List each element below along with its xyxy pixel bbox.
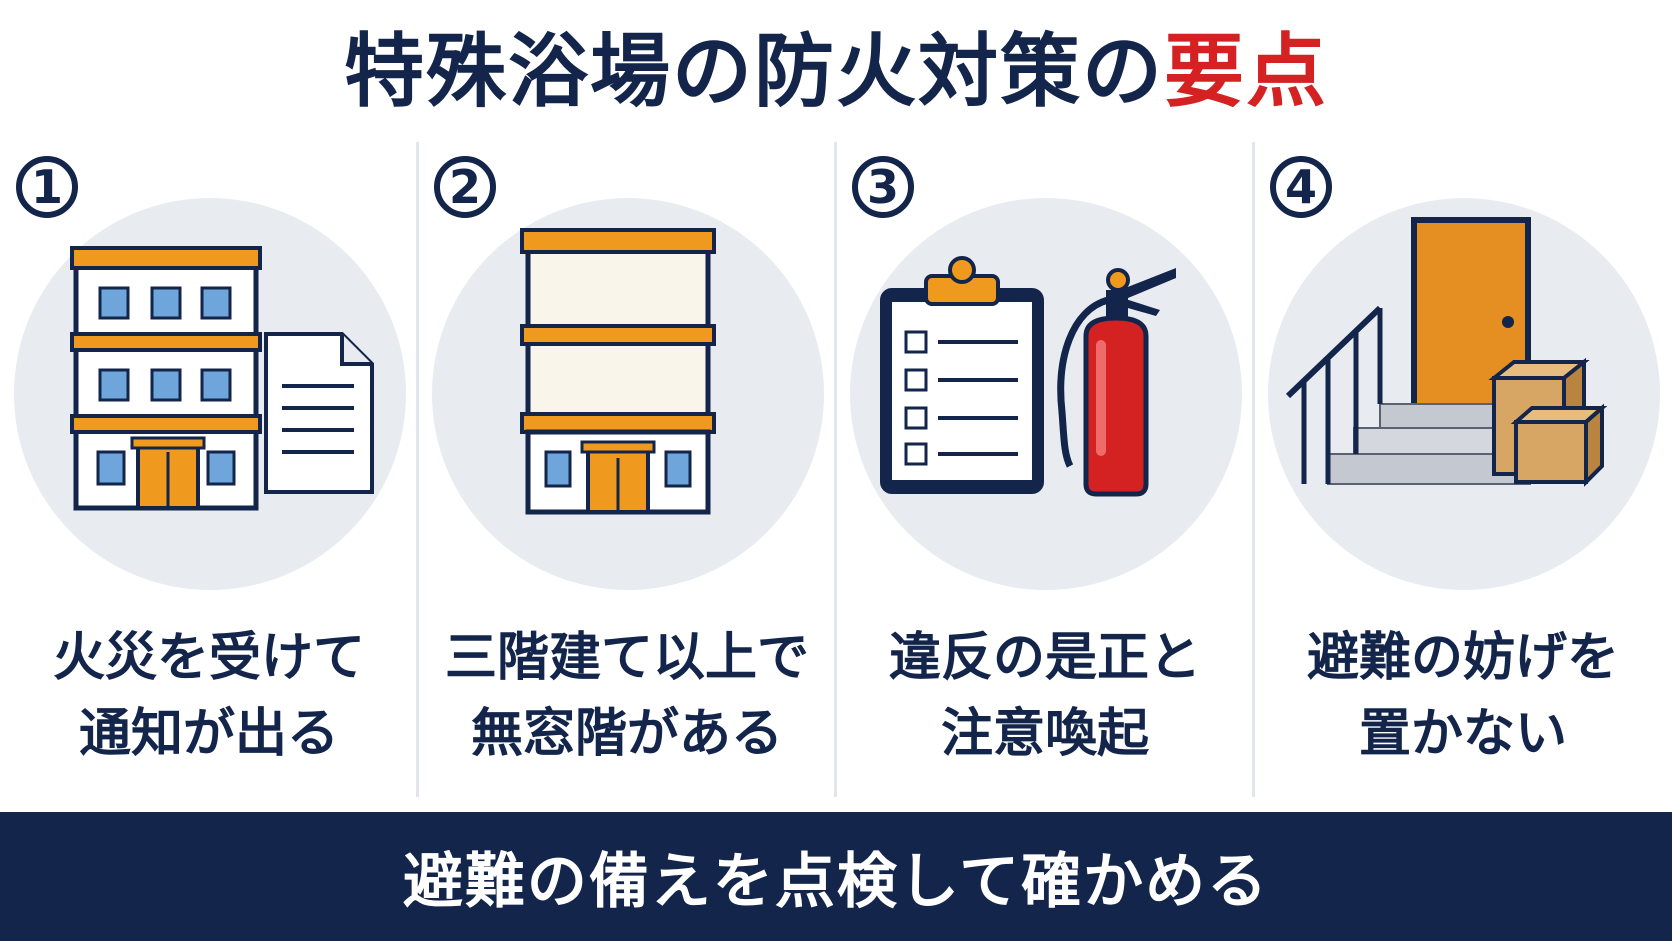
building-with-notice-document-icon [70,246,374,511]
caption-line: 置かない [1358,704,1567,764]
step-number-badge: 4 [1270,156,1332,218]
page-title: 特殊浴場の防火対策の要点 [0,22,1672,122]
caption-line: 注意喚起 [940,704,1149,764]
door-stairs-and-boxes-icon [1285,217,1608,487]
summary-banner: 避難の備えを点検して確かめる [0,812,1672,941]
caption-line: 無窓階がある [470,704,783,764]
checklist-clipboard-and-fire-extinguisher-icon [880,256,1176,497]
title-accent: 要点 [1164,25,1328,118]
step-number-badge: 3 [852,156,914,218]
caption-line: 通知が出る [78,704,339,764]
title-main: 特殊浴場の防火対策の [344,25,1164,118]
panel-caption: 三階建て以上で 無窓階がある [418,620,836,772]
panel-caption: 違反の是正と 注意喚起 [836,620,1254,772]
three-story-windowless-building-icon [520,228,716,515]
panel-4: 4 避難の妨げを 置かない [1254,140,1672,800]
panel-3: 3 違反の是正と 注意喚起 [836,140,1254,800]
panel-caption: 火災を受けて 通知が出る [0,620,418,772]
divider-2 [834,142,837,797]
caption-line: 違反の是正と [888,628,1201,688]
panel-2: 2 三階建て以上で 無窓階がある [418,140,836,800]
banner-text: 避難の備えを点検して確かめる [402,847,1270,917]
divider-3 [1252,142,1255,797]
divider-1 [416,142,419,797]
panel-1: 1 火災を受けて 通知が出る [0,140,418,800]
caption-line: 三階建て以上で [444,628,809,688]
panel-caption: 避難の妨げを 置かない [1254,620,1672,772]
step-number-badge: 1 [16,156,78,218]
caption-line: 避難の妨げを [1306,628,1619,688]
caption-line: 火災を受けて [52,628,365,688]
step-number-badge: 2 [434,156,496,218]
